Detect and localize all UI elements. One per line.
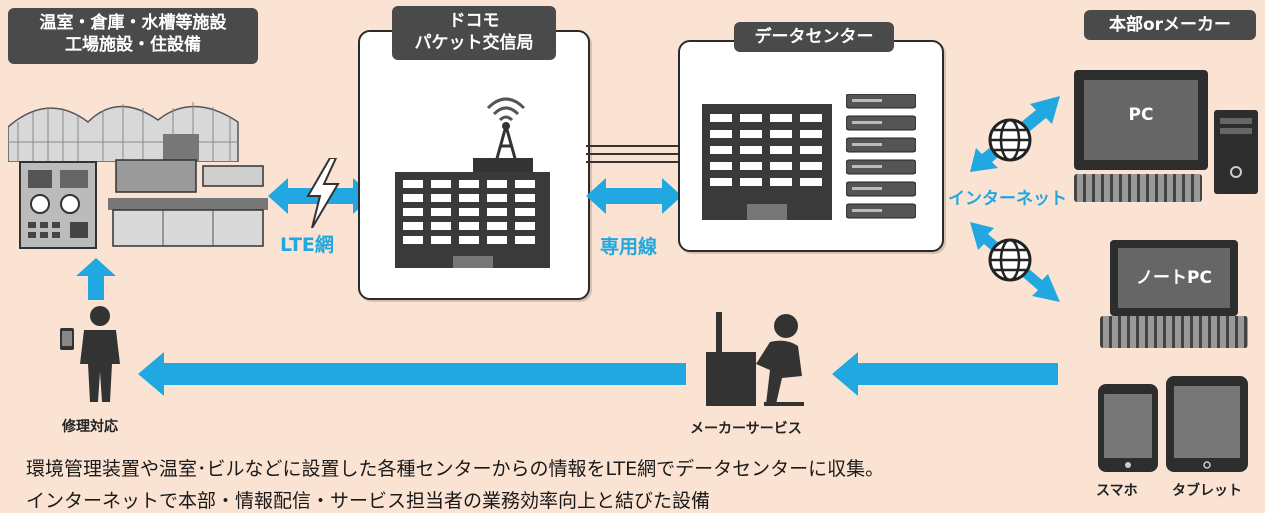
globe-icon — [988, 238, 1032, 282]
pc-tower-icon — [1214, 110, 1258, 194]
control-panel-icon — [19, 161, 97, 249]
up-arrow — [76, 258, 116, 300]
service-label: メーカーサービス — [690, 421, 802, 437]
hq-tag-label: 本部orメーカー — [1108, 15, 1232, 35]
return-arrow-right — [832, 352, 1058, 396]
desktop-monitor: PC — [1074, 70, 1208, 170]
service-person-icon — [706, 312, 804, 406]
repair-label: 修理対応 — [62, 419, 118, 435]
hq-tag: 本部orメーカー — [1084, 10, 1256, 40]
datacenter-tag-label: データセンター — [754, 27, 874, 47]
docomo-tag-line1: ドコモ — [448, 11, 500, 31]
notebook-keyboard-icon — [1100, 316, 1248, 348]
dedicated-double-arrow — [586, 178, 682, 214]
server-rack-icon — [846, 94, 916, 219]
lte-label: LTE網 — [280, 234, 334, 256]
dedicated-lines — [586, 145, 682, 163]
return-arrow-left — [138, 352, 686, 396]
datacenter-tag: データセンター — [734, 22, 894, 52]
notebook-label: ノートPC — [1118, 248, 1230, 308]
docomo-tag-line2: パケット交信局 — [414, 33, 534, 53]
internet-label: インターネット — [948, 189, 1067, 209]
pc-label: PC — [1084, 80, 1198, 160]
greenhouse-icon — [8, 102, 239, 162]
smartphone-label: スマホ — [1096, 483, 1138, 499]
caption-line2: インターネットで本部・情報配信・サービス担当者の業務効率向上と結びた設備 — [26, 490, 711, 512]
globe-icon — [988, 118, 1032, 162]
keyboard-icon — [1074, 174, 1202, 202]
docomo-building-icon — [395, 158, 550, 268]
kitchen-equipment-icon — [108, 159, 268, 247]
docomo-tag: ドコモ パケット交信局 — [392, 6, 556, 60]
facility-tag: 温室・倉庫・水槽等施設 工場施設・住設備 — [8, 8, 258, 64]
caption-line1: 環境管理装置や温室･ビルなどに設置した各種センターからの情報をLTE網でデータセ… — [26, 458, 885, 480]
facility-tag-line1: 温室・倉庫・水槽等施設 — [39, 13, 227, 33]
notebook-screen: ノートPC — [1110, 240, 1238, 316]
smartphone-icon — [1098, 384, 1158, 472]
dedicated-label: 専用線 — [600, 236, 658, 258]
antenna-icon — [486, 97, 526, 163]
tablet-icon — [1166, 376, 1248, 472]
lightning-icon — [306, 158, 340, 228]
datacenter-building-icon — [702, 104, 832, 220]
repair-person-icon — [60, 306, 120, 402]
tablet-label: タブレット — [1172, 483, 1242, 499]
facility-tag-line2: 工場施設・住設備 — [65, 35, 201, 55]
